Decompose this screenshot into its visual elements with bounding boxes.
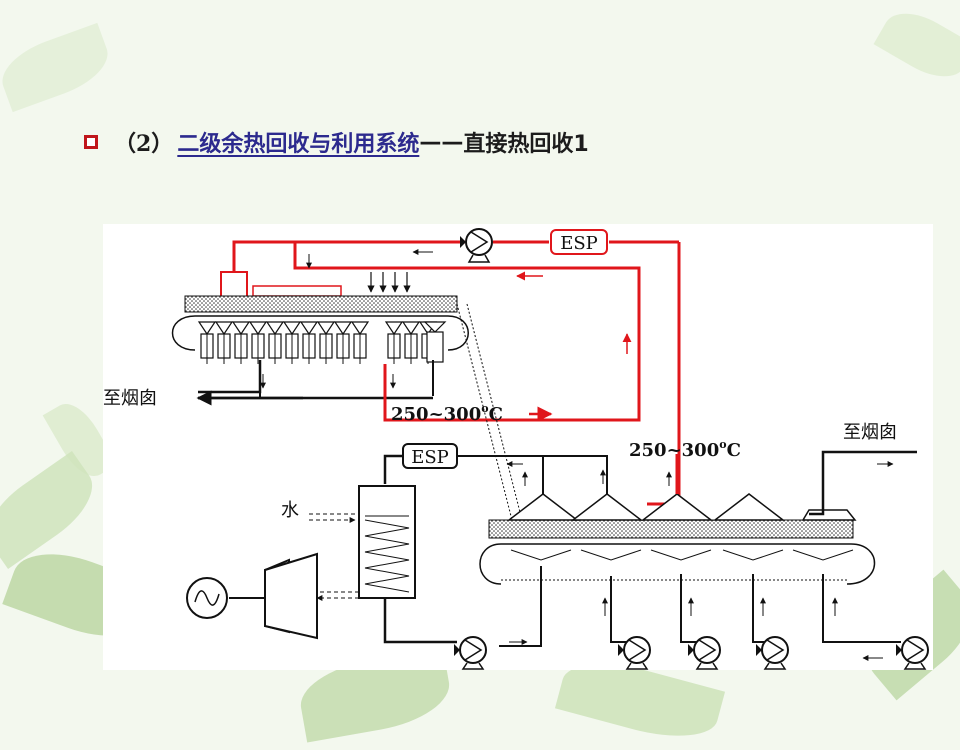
title-dash: ——	[419, 129, 464, 155]
esp-label-top: ESP	[560, 233, 598, 254]
cooler-hood-icon	[801, 509, 857, 521]
upper-sinter-bed-icon	[184, 295, 458, 313]
upper-sinter-machine: 至烟囱	[103, 271, 469, 409]
temp-label-left: 250~300oC	[391, 402, 503, 425]
wind-box-icon	[401, 321, 421, 364]
cooler-hood-icon	[712, 493, 786, 521]
process-diagram: 至烟囱 ESP 250~300oC 250~300oC	[103, 228, 929, 670]
upper-hood-plate	[252, 285, 342, 297]
esp-mid: ESP	[383, 443, 485, 484]
title-subtitle: 直接热回收1	[463, 132, 589, 157]
heat-exchanger-icon: 水	[281, 485, 457, 644]
pump-icon	[756, 636, 789, 670]
generator-icon	[186, 577, 228, 619]
background-leaf	[873, 0, 960, 90]
wind-box-icon	[231, 321, 251, 364]
pump-icon	[618, 636, 651, 670]
cooler-hood-icon	[506, 493, 580, 521]
cooler-hood-icon	[570, 493, 644, 521]
wind-box-icon	[248, 321, 268, 364]
wind-box-icon	[265, 321, 285, 364]
title-number: （2）	[114, 131, 174, 157]
water-label: 水	[281, 500, 299, 521]
wind-box-icon	[350, 321, 370, 364]
wind-box-icon	[197, 321, 217, 364]
wind-box-icon	[384, 321, 404, 364]
wind-box-icon	[282, 321, 302, 364]
wind-box-icon	[214, 321, 234, 364]
pump-icon	[688, 636, 721, 670]
chimney-label-right: 至烟囱	[843, 422, 897, 443]
transfer-chute	[456, 303, 524, 525]
turbine-icon	[229, 552, 318, 640]
title-link[interactable]: 二级余热回收与利用系统	[177, 132, 420, 157]
lower-cooler: 至烟囱	[479, 422, 917, 661]
temp-label-right: 250~300oC	[629, 438, 741, 461]
process-diagram-panel: 至烟囱 ESP 250~300oC 250~300oC	[103, 224, 933, 670]
background-leaf	[0, 22, 117, 113]
esp-label-mid: ESP	[411, 447, 449, 468]
pump-icon	[896, 636, 929, 670]
wind-box-icon	[316, 321, 336, 364]
wind-box-icon	[423, 321, 447, 363]
wind-box-icon	[299, 321, 319, 364]
bullet-square-icon	[84, 135, 98, 149]
wind-box-icon	[333, 321, 353, 364]
esp-top: ESP	[550, 229, 608, 255]
chimney-label-left: 至烟囱	[103, 388, 157, 409]
pump-icon	[454, 636, 487, 670]
lower-sinter-bed-icon	[488, 519, 854, 539]
pump-icon	[460, 228, 493, 263]
slide-title: （2） 二级余热回收与利用系统 —— 直接热回收1	[84, 122, 589, 162]
cooler-hood-icon	[640, 493, 714, 521]
